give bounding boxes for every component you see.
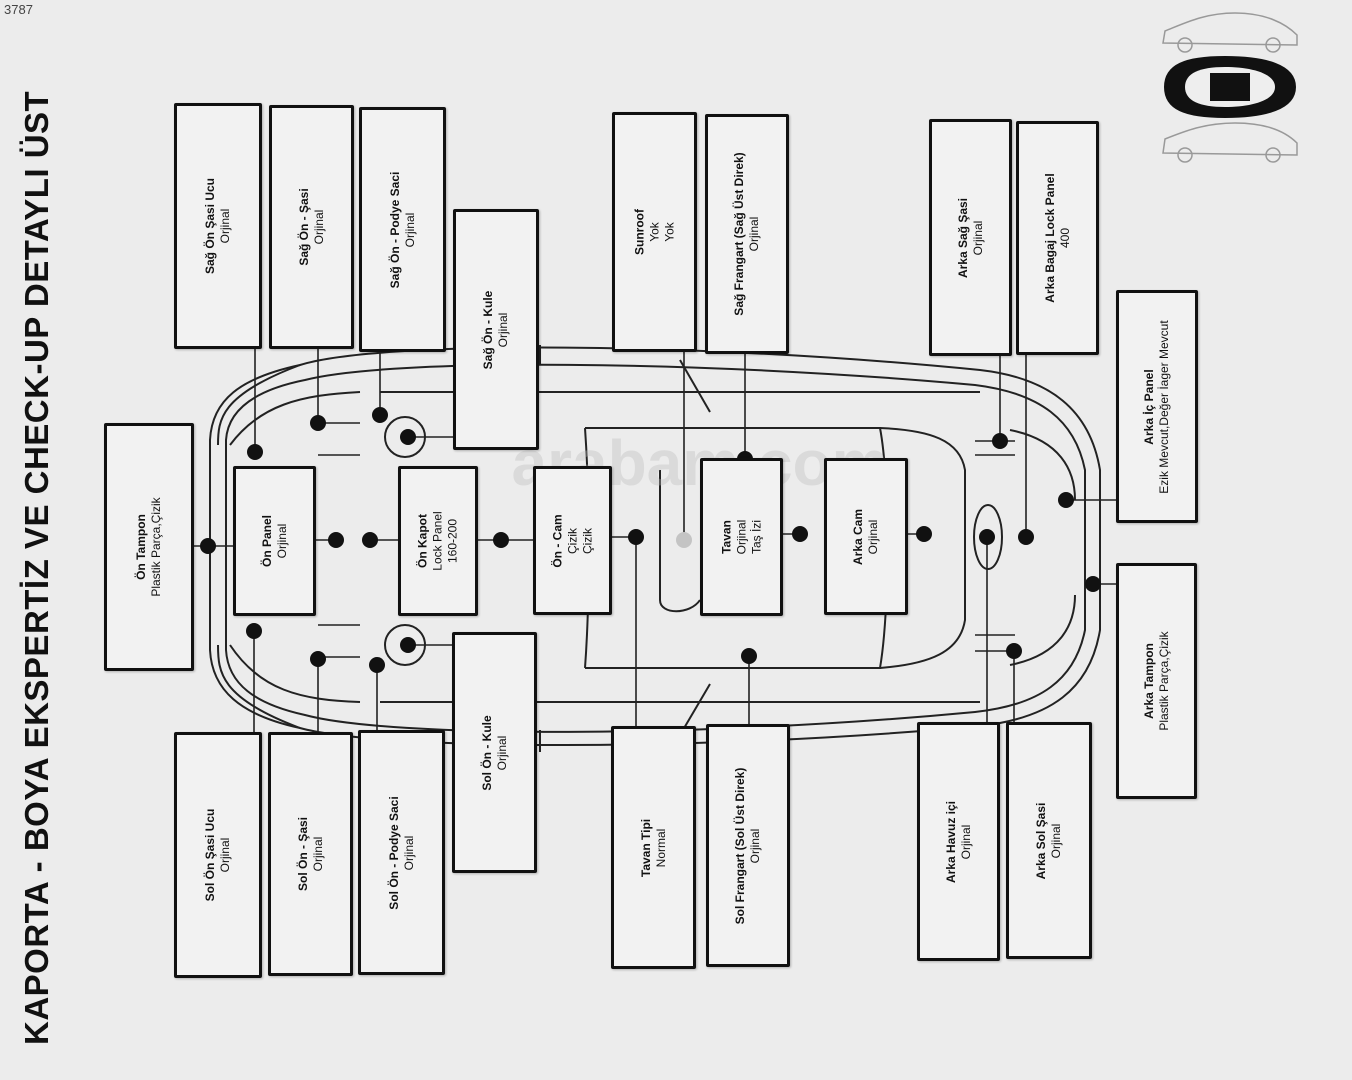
box-title: Sol Ön Şasi Ucu xyxy=(203,808,217,902)
box-title: Sol Ön - Podye Saci xyxy=(386,795,401,910)
box-value: Yok xyxy=(647,222,661,242)
box-value: Orjinal xyxy=(274,523,289,559)
box-value: Orjinal xyxy=(402,212,417,247)
car-view-thumbnails xyxy=(1162,12,1298,163)
box-title: Sağ Ön - Şasi xyxy=(296,188,311,266)
box-value: Orjinal xyxy=(866,519,880,554)
box-title: Ön Tampon xyxy=(134,514,148,580)
box-value: Orjinal xyxy=(218,208,232,244)
box-title: Sağ Frangart (Sağ Üst Direk) xyxy=(732,152,746,316)
page-title: KAPORTA - BOYA EKSPERTİZ VE CHECK-UP DET… xyxy=(18,90,55,1045)
box-value: Orjinal xyxy=(401,835,416,870)
box-value: 400 xyxy=(1057,227,1072,249)
box-title: Arka İç Panel xyxy=(1142,368,1156,445)
box-sol-frangart: Sol Frangart (Sol Üst Direk)Orjinal xyxy=(706,724,790,967)
box-value: Plastik Parça,Çizik xyxy=(1156,631,1171,731)
box-value: Orjinal xyxy=(494,735,509,770)
box-title: Arka Sol Şasi xyxy=(1034,802,1048,879)
box-value: Orjinal xyxy=(311,209,326,245)
box-title: Arka Sağ Şasi xyxy=(955,197,970,278)
box-title: Sağ Ön - Podye Saci xyxy=(387,171,402,288)
box-title: Ön Kapot xyxy=(415,514,430,568)
box-value: Plastik Parça,Çizik xyxy=(149,497,163,597)
box-value: Lock Panel xyxy=(430,511,445,571)
box-value: Orjinal xyxy=(734,519,748,555)
box-sag-frangart: Sağ Frangart (Sağ Üst Direk)Orjinal xyxy=(705,114,789,354)
page-number: 3787 xyxy=(4,2,33,17)
box-value: 160-200 xyxy=(445,518,460,564)
box-title: Sunroof xyxy=(632,209,646,255)
box-title: Sol Ön - Şasi xyxy=(295,816,310,892)
car-outline xyxy=(209,345,1101,752)
box-title: Arka Bagaj Lock Panel xyxy=(1042,173,1057,303)
box-title: Tavan xyxy=(719,520,733,554)
box-value: Orjinal xyxy=(1049,823,1063,858)
car-side-view-icon xyxy=(1162,12,1298,53)
box-title: Arka Cam xyxy=(851,508,865,565)
box-title: Arka Havuz içi xyxy=(943,800,958,883)
car-top-view-icon xyxy=(1163,55,1297,119)
box-title: Arka Tampon xyxy=(1141,643,1156,719)
box-value: Ezik Mevcut,Değer İager Mevcut xyxy=(1157,319,1171,494)
box-value: Orjinal xyxy=(218,837,232,873)
box-title: Sağ Ön - Kule xyxy=(481,290,495,369)
box-value: Orjinal xyxy=(310,836,325,872)
box-title: Ön - Cam xyxy=(550,513,564,568)
box-title: Sol Ön - Kule xyxy=(479,714,494,791)
box-value: Çizik xyxy=(580,527,594,554)
box-title: Sağ Ön Şasi Ucu xyxy=(203,177,217,275)
box-title: Ön Panel xyxy=(259,514,274,568)
box-value: Orjinal xyxy=(747,216,761,252)
box-value: Yok xyxy=(662,222,676,242)
box-value: Orjinal xyxy=(958,824,973,859)
box-value: Orjinal xyxy=(496,312,510,347)
box-value: Orjinal xyxy=(970,220,985,255)
box-value: Normal xyxy=(653,828,668,867)
box-title: Tavan Tipi xyxy=(638,818,653,877)
box-value: Taş İzi xyxy=(749,520,763,555)
box-value: Çizik xyxy=(565,527,579,554)
box-title: Sol Frangart (Sol Üst Direk) xyxy=(733,767,747,924)
car-side-view-icon-2 xyxy=(1162,122,1298,163)
box-value: Orjinal xyxy=(748,828,762,863)
